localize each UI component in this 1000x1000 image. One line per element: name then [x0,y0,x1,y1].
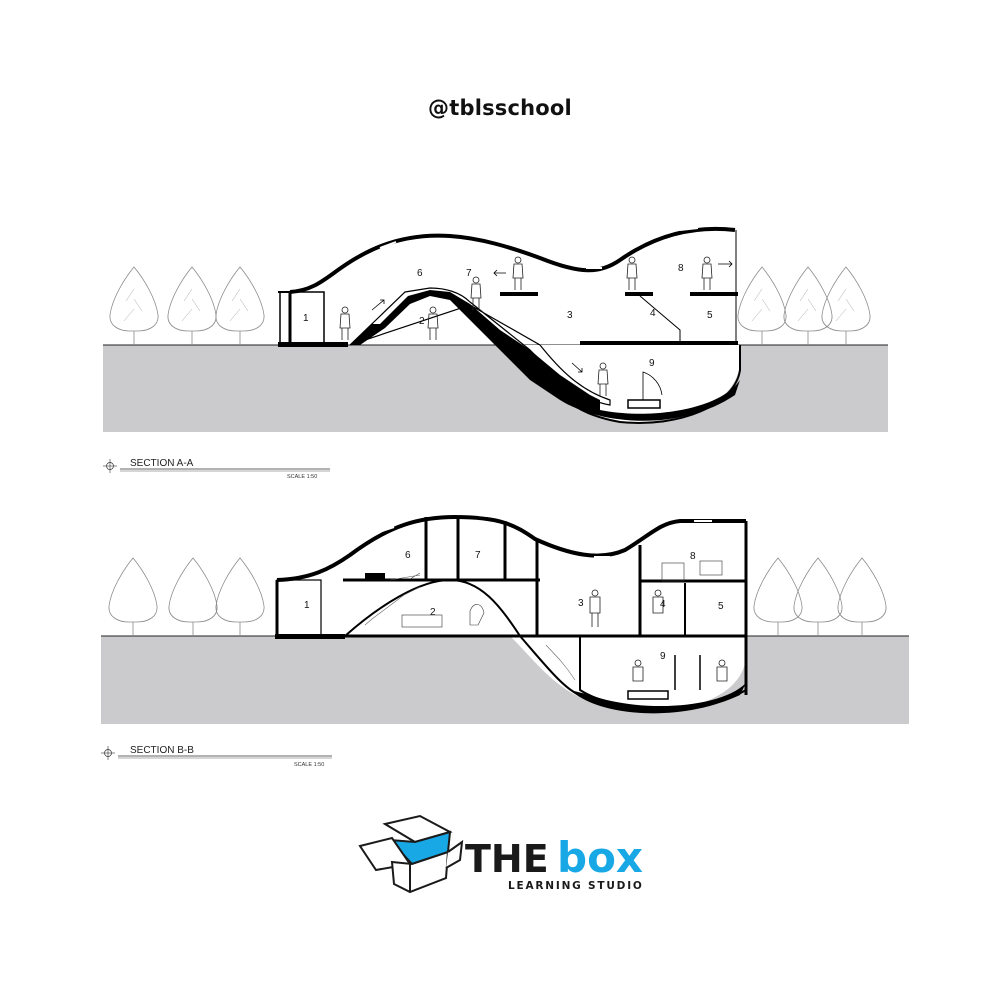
room-label-3: 3 [578,598,584,609]
room-label-4: 4 [660,599,666,610]
stair-mound [344,578,581,696]
room-label-9: 9 [660,651,666,662]
room-label-3: 3 [567,310,573,321]
tree-row-right [737,266,871,346]
tree-row-left [109,266,265,346]
tree-row-left [108,557,265,637]
room-label-5: 5 [707,310,713,321]
room-label-6: 6 [417,268,423,279]
room-label-7: 7 [475,550,481,561]
room-label-9: 9 [649,358,655,369]
section-a-scale: SCALE 1:50 [287,474,317,480]
room-label-5: 5 [718,601,724,612]
section-a-title: SECTION A-A [130,458,194,469]
ground-fill [101,636,909,724]
room-label-2: 2 [419,316,425,327]
section-a-title-block [103,459,330,473]
room-label-1: 1 [304,600,310,611]
room-label-6: 6 [405,550,411,561]
tree-row-right [753,557,887,637]
section-b-title-block [101,746,332,760]
room-label-7: 7 [466,268,472,279]
room-label-1: 1 [303,313,309,324]
section-b-scale: SCALE 1:50 [294,762,324,768]
the-box-logo: THE box LEARNING STUDIO [358,814,644,894]
roof-shell [276,514,746,582]
logo-word-the: THE [465,837,549,881]
section-b-title: SECTION B-B [130,745,194,756]
room-label-2: 2 [430,607,436,618]
logo-subtitle: LEARNING STUDIO [508,880,644,892]
section-b-drawing: 1 2 3 4 5 6 7 8 9 SECTION B-B SCALE 1:50 [101,514,909,768]
room-label-8: 8 [690,551,696,562]
room-label-4: 4 [650,308,656,319]
room-label-8: 8 [678,263,684,274]
roof-shell [289,226,736,294]
section-a-drawing: 1 2 3 4 5 6 7 8 9 SECTION A-A SCALE 1:50 [103,226,888,480]
open-box-icon [358,814,464,894]
account-handle: @tblsschool [428,96,572,120]
logo-word-box: box [557,833,643,882]
ground-fill [103,345,888,432]
